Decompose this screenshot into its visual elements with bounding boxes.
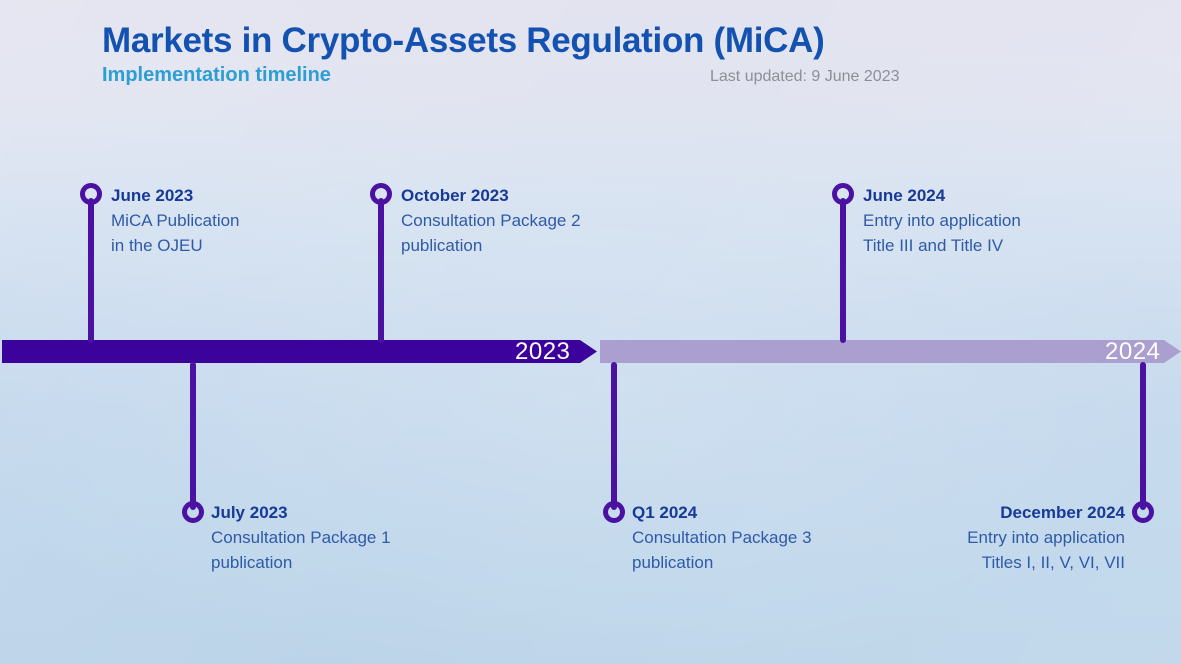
event-date: December 2024 <box>1000 503 1125 522</box>
marker-dot-q1-2024[interactable] <box>603 501 625 523</box>
event-date: June 2024 <box>863 186 946 205</box>
last-updated-label: Last updated: 9 June 2023 <box>710 68 900 85</box>
event-desc-line-1: Entry into application <box>967 528 1125 547</box>
event-desc-line-2: in the OJEU <box>111 236 203 255</box>
marker-dot-july-2023[interactable] <box>182 501 204 523</box>
marker-stem-june-2024 <box>840 198 846 343</box>
year-label-2023: 2023 <box>515 338 571 365</box>
marker-dot-june-2023[interactable] <box>80 183 102 205</box>
event-date: July 2023 <box>211 503 288 522</box>
event-date: June 2023 <box>111 186 194 205</box>
marker-stem-october-2023 <box>378 198 384 343</box>
event-q1-2024[interactable]: Q1 2024 Consultation Package 3 publicati… <box>632 500 812 575</box>
event-june-2024[interactable]: June 2024 Entry into application Title I… <box>863 183 1021 258</box>
event-desc-line-2: publication <box>401 236 483 255</box>
marker-stem-q1-2024 <box>611 362 617 510</box>
timeline-segment-2023 <box>2 340 597 363</box>
event-desc-line-2: publication <box>211 553 293 572</box>
page-title: Markets in Crypto-Assets Regulation (MiC… <box>102 21 825 60</box>
marker-dot-december-2024[interactable] <box>1132 501 1154 523</box>
marker-stem-july-2023 <box>190 362 196 510</box>
page-subtitle: Implementation timeline <box>102 64 331 87</box>
timeline-segment-2024 <box>600 340 1181 363</box>
year-label-2024: 2024 <box>1105 338 1161 365</box>
event-date: October 2023 <box>401 186 509 205</box>
event-december-2024[interactable]: December 2024 Entry into application Tit… <box>800 500 1125 575</box>
event-desc-line-1: MiCA Publication <box>111 211 240 230</box>
event-desc-line-1: Consultation Package 3 <box>632 528 812 547</box>
event-desc-line-1: Consultation Package 1 <box>211 528 391 547</box>
marker-stem-december-2024 <box>1140 362 1146 510</box>
marker-dot-june-2024[interactable] <box>832 183 854 205</box>
header-block: Markets in Crypto-Assets Regulation (MiC… <box>102 21 825 87</box>
event-desc-line-1: Consultation Package 2 <box>401 211 581 230</box>
event-july-2023[interactable]: July 2023 Consultation Package 1 publica… <box>211 500 391 575</box>
event-desc-line-2: publication <box>632 553 714 572</box>
marker-stem-june-2023 <box>88 198 94 343</box>
event-date: Q1 2024 <box>632 503 698 522</box>
marker-dot-october-2023[interactable] <box>370 183 392 205</box>
event-desc-line-2: Title III and Title IV <box>863 236 1004 255</box>
event-desc-line-2: Titles I, II, V, VI, VII <box>981 553 1125 572</box>
event-october-2023[interactable]: October 2023 Consultation Package 2 publ… <box>401 183 581 258</box>
event-june-2023[interactable]: June 2023 MiCA Publication in the OJEU <box>111 183 240 258</box>
event-desc-line-1: Entry into application <box>863 211 1021 230</box>
